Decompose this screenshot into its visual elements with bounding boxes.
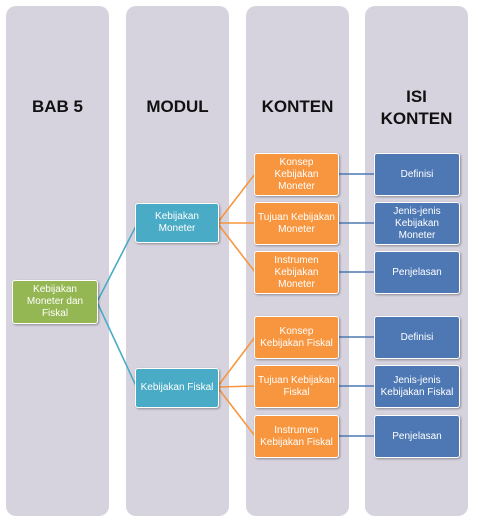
module-node-fiskal: Kebijakan Fiskal <box>135 368 219 408</box>
isi-node-penjelasan-fiskal: Penjelasan <box>374 415 460 458</box>
header-modul: MODUL <box>146 97 209 116</box>
header-isi-line2: KONTEN <box>380 109 453 128</box>
content-node-instrumen-fiskal: Instrumen Kebijakan Fiskal <box>254 415 339 458</box>
header-bab: BAB 5 <box>31 97 83 116</box>
isi-node-jenis-moneter: Jenis-jenis Kebijakan Moneter <box>374 202 460 245</box>
isi-node-jenis-fiskal: Jenis-jenis Kebijakan Fiskal <box>374 365 460 408</box>
connector-fiskal-instrumen <box>217 387 256 437</box>
content-node-konsep-fiskal: Konsep Kebijakan Fiskal <box>254 316 339 359</box>
connector-moneter-konsep <box>217 173 256 223</box>
header-isi-line1: ISI <box>406 87 427 106</box>
column-bab: BAB 5 <box>6 6 109 516</box>
root-node: Kebijakan Moneter dan Fiskal <box>12 280 98 324</box>
connector-fiskal-tujuan <box>217 385 256 388</box>
isi-node-definisi-fiskal: Definisi <box>374 316 460 359</box>
content-node-instrumen-moneter: Instrumen Kebijakan Moneter <box>254 251 339 294</box>
column-modul: MODUL <box>126 6 229 516</box>
header-konten: KONTEN <box>261 97 334 116</box>
connector-fiskal-konsep <box>217 336 256 387</box>
content-node-konsep-moneter: Konsep Kebijakan Moneter <box>254 153 339 196</box>
connector-root-moneter <box>96 223 138 303</box>
content-node-tujuan-moneter: Tujuan Kebijakan Moneter <box>254 202 339 245</box>
isi-node-penjelasan-moneter: Penjelasan <box>374 251 460 294</box>
connector-moneter-instrumen <box>217 223 256 273</box>
connector-root-fiskal <box>96 301 138 389</box>
module-node-moneter: Kebijakan Moneter <box>135 203 219 243</box>
isi-node-definisi-moneter: Definisi <box>374 153 460 196</box>
content-node-tujuan-fiskal: Tujuan Kebijakan Fiskal <box>254 365 339 408</box>
